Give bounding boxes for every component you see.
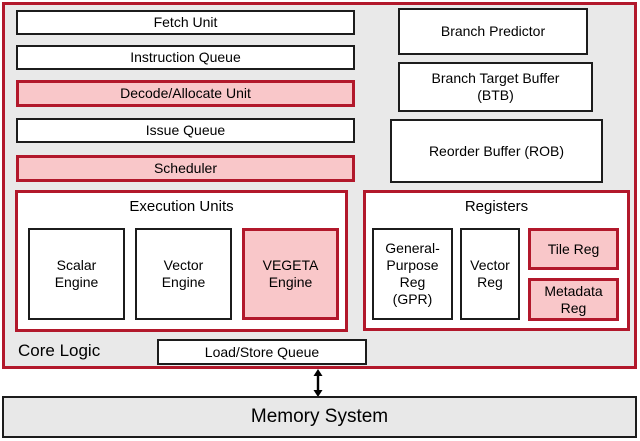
vector-engine-box: Vector Engine <box>135 228 232 320</box>
registers-title: Registers <box>464 198 529 215</box>
metadata-reg-box: Metadata Reg <box>528 278 619 321</box>
reorder-buffer-label: Reorder Buffer (ROB) <box>428 142 565 159</box>
execution-units-title: Execution Units <box>129 198 234 215</box>
branch-predictor-box: Branch Predictor <box>398 8 588 55</box>
core-logic-box: Fetch Unit Instruction Queue Decode/Allo… <box>2 2 637 369</box>
branch-target-buffer-box: Branch Target Buffer (BTB) <box>398 62 593 112</box>
reorder-buffer-box: Reorder Buffer (ROB) <box>390 119 603 183</box>
instruction-queue-box: Instruction Queue <box>16 45 355 70</box>
gpr-box: General-Purpose Reg (GPR) <box>372 228 453 320</box>
fetch-unit-box: Fetch Unit <box>16 10 355 35</box>
memory-system-label: Memory System <box>250 406 389 427</box>
bidirectional-arrow-icon <box>313 369 323 397</box>
instruction-queue-label: Instruction Queue <box>130 49 241 66</box>
registers-group: Registers General-Purpose Reg (GPR) Vect… <box>363 190 630 331</box>
scheduler-label: Scheduler <box>153 160 218 177</box>
gpr-label: General-Purpose Reg (GPR) <box>385 240 440 307</box>
scalar-engine-label: Scalar Engine <box>54 257 99 290</box>
execution-units-group: Execution Units Scalar Engine Vector Eng… <box>15 190 348 332</box>
scheduler-box: Scheduler <box>16 155 355 182</box>
fetch-unit-label: Fetch Unit <box>153 14 218 31</box>
vector-reg-box: Vector Reg <box>460 228 520 320</box>
vegeta-engine-label: VEGETA Engine <box>262 257 319 290</box>
decode-allocate-unit-box: Decode/Allocate Unit <box>16 80 355 107</box>
decode-allocate-unit-label: Decode/Allocate Unit <box>120 85 251 102</box>
issue-queue-label: Issue Queue <box>145 122 226 139</box>
branch-target-buffer-label: Branch Target Buffer (BTB) <box>431 70 560 103</box>
branch-predictor-label: Branch Predictor <box>440 23 546 40</box>
scalar-engine-box: Scalar Engine <box>28 228 125 320</box>
tile-reg-label: Tile Reg <box>547 240 600 257</box>
memory-system-box: Memory System <box>2 396 637 438</box>
core-logic-label: Core Logic <box>18 341 101 360</box>
vector-reg-label: Vector Reg <box>470 257 510 290</box>
tile-reg-box: Tile Reg <box>528 228 619 270</box>
issue-queue-box: Issue Queue <box>16 118 355 143</box>
load-store-queue-box: Load/Store Queue <box>157 339 367 365</box>
load-store-queue-label: Load/Store Queue <box>204 343 320 360</box>
vector-engine-label: Vector Engine <box>161 257 206 290</box>
vegeta-engine-box: VEGETA Engine <box>242 228 339 320</box>
metadata-reg-label: Metadata Reg <box>544 282 603 316</box>
